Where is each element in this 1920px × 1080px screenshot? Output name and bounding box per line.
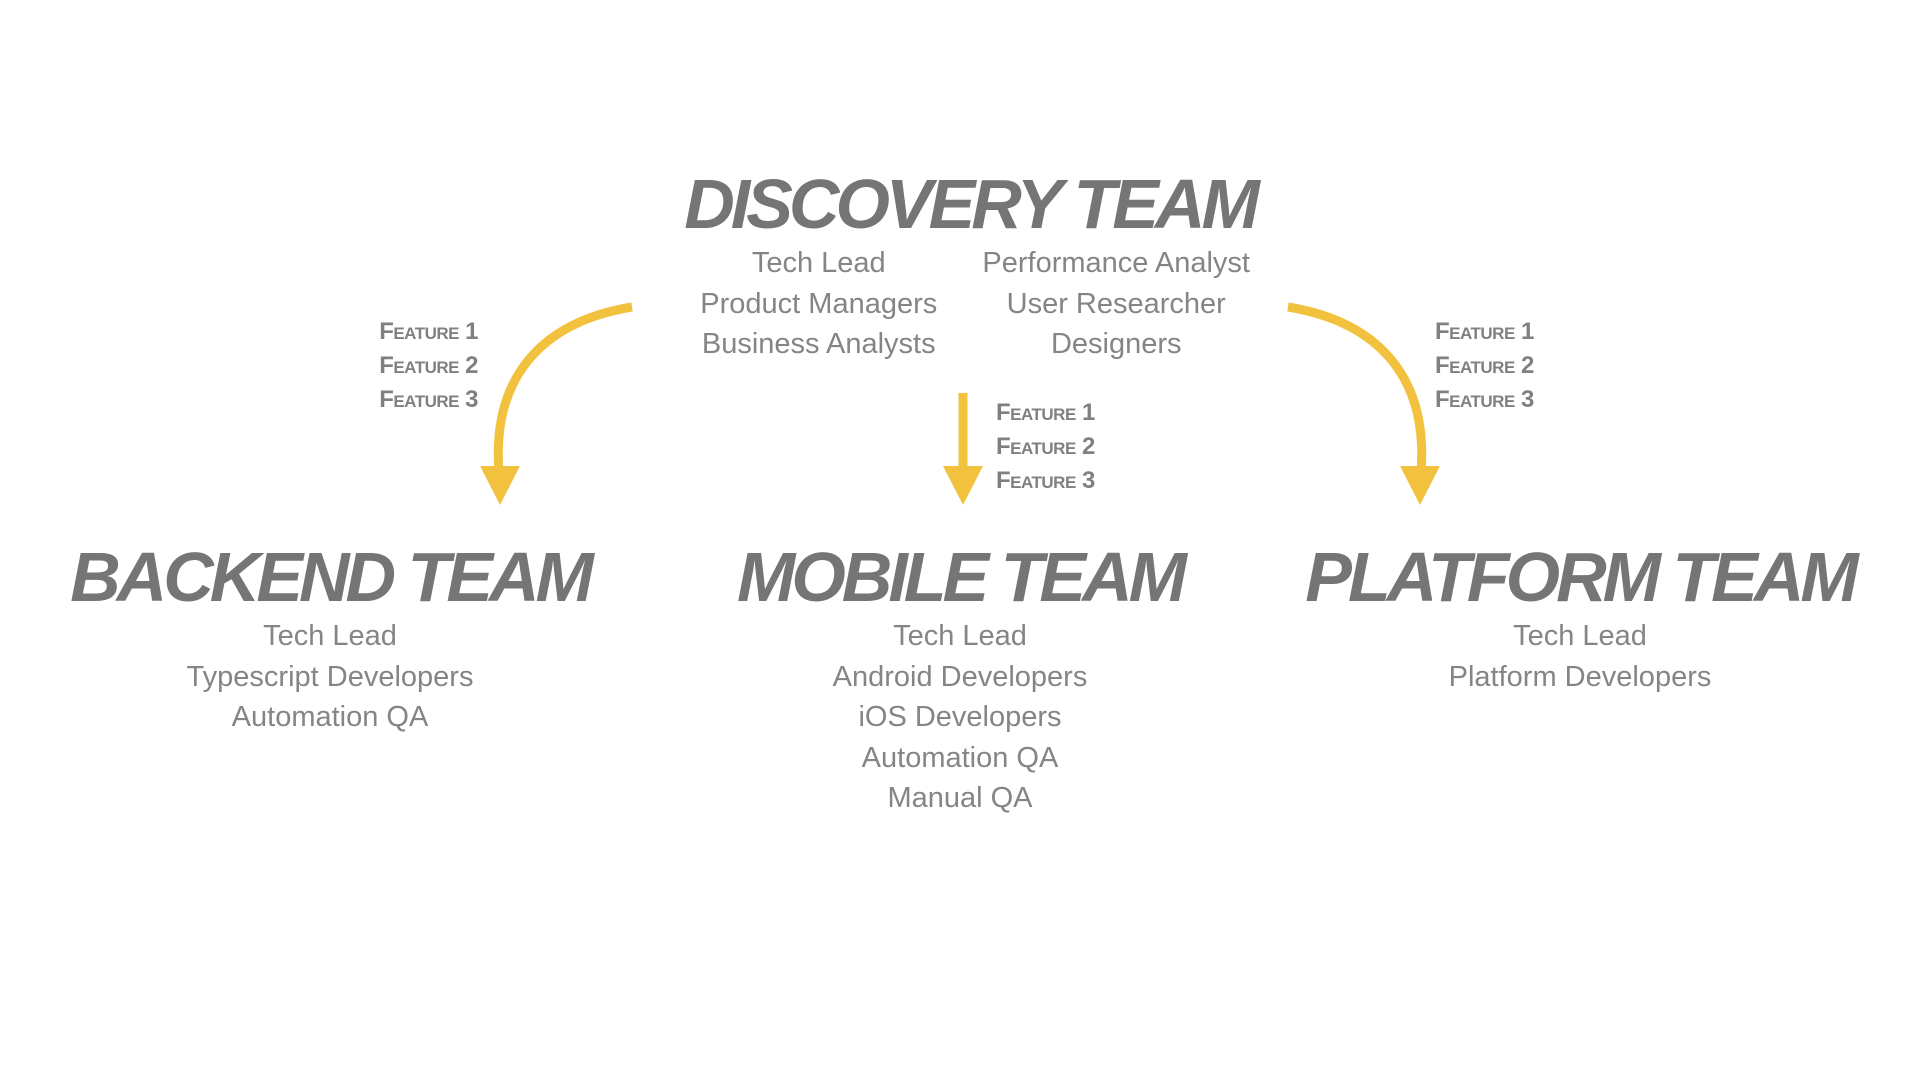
mobile-team-title: MOBILE TEAM bbox=[737, 538, 1187, 616]
role: iOS Developers bbox=[858, 701, 1062, 733]
platform-team-title: PLATFORM TEAM bbox=[1305, 538, 1858, 616]
role: Automation QA bbox=[231, 701, 429, 733]
role: Platform Developers bbox=[1448, 660, 1712, 693]
features-right: Feature 1 Feature 2 Feature 3 bbox=[1435, 315, 1595, 417]
backend-team: BACKEND TEAM Tech Lead Typescript Develo… bbox=[60, 538, 600, 738]
role: User Researcher bbox=[1006, 287, 1226, 320]
role: Manual QA bbox=[887, 782, 1033, 814]
features-left: Feature 1 Feature 2 Feature 3 bbox=[330, 315, 478, 417]
discovery-team-roles: Tech Lead Product Managers Business Anal… bbox=[560, 243, 1380, 365]
role: Tech Lead bbox=[893, 620, 1027, 652]
arrow-to-mobile-head bbox=[943, 466, 983, 505]
features-center: Feature 1 Feature 2 Feature 3 bbox=[996, 396, 1156, 498]
platform-team: PLATFORM TEAM Tech Lead Platform Develop… bbox=[1300, 538, 1860, 697]
discovery-roles-right: Performance Analyst User Researcher Desi… bbox=[971, 243, 1261, 365]
feature-label: Feature 2 bbox=[379, 352, 478, 379]
discovery-roles-left: Tech Lead Product Managers Business Anal… bbox=[679, 243, 959, 365]
mobile-team: MOBILE TEAM Tech Lead Android Developers… bbox=[690, 538, 1230, 819]
backend-team-title: BACKEND TEAM bbox=[70, 538, 594, 616]
arrow-to-backend-curve bbox=[493, 302, 633, 483]
role: Product Managers bbox=[700, 287, 938, 320]
feature-label: Feature 3 bbox=[996, 467, 1095, 494]
role: Designers bbox=[1050, 328, 1182, 360]
feature-label: Feature 1 bbox=[1435, 318, 1534, 345]
feature-label: Feature 2 bbox=[996, 433, 1095, 460]
role: Typescript Developers bbox=[186, 660, 474, 693]
role: Business Analysts bbox=[701, 328, 936, 360]
discovery-team-title: DISCOVERY TEAM bbox=[684, 165, 1260, 243]
feature-label: Feature 3 bbox=[379, 386, 478, 413]
feature-label: Feature 3 bbox=[1435, 386, 1534, 413]
feature-label: Feature 1 bbox=[996, 399, 1095, 426]
arrow-to-platform-curve bbox=[1287, 302, 1427, 483]
discovery-team: DISCOVERY TEAM Tech Lead Product Manager… bbox=[560, 165, 1380, 365]
role: Tech Lead bbox=[751, 247, 886, 279]
feature-label: Feature 1 bbox=[379, 318, 478, 345]
arrow-to-backend-head bbox=[480, 466, 520, 505]
feature-label: Feature 2 bbox=[1435, 352, 1534, 379]
role: Tech Lead bbox=[1513, 620, 1647, 652]
role: Automation QA bbox=[861, 741, 1059, 774]
arrow-to-platform-head bbox=[1400, 466, 1440, 505]
role: Performance Analyst bbox=[982, 247, 1250, 279]
role: Tech Lead bbox=[263, 620, 397, 652]
role: Android Developers bbox=[832, 660, 1088, 693]
